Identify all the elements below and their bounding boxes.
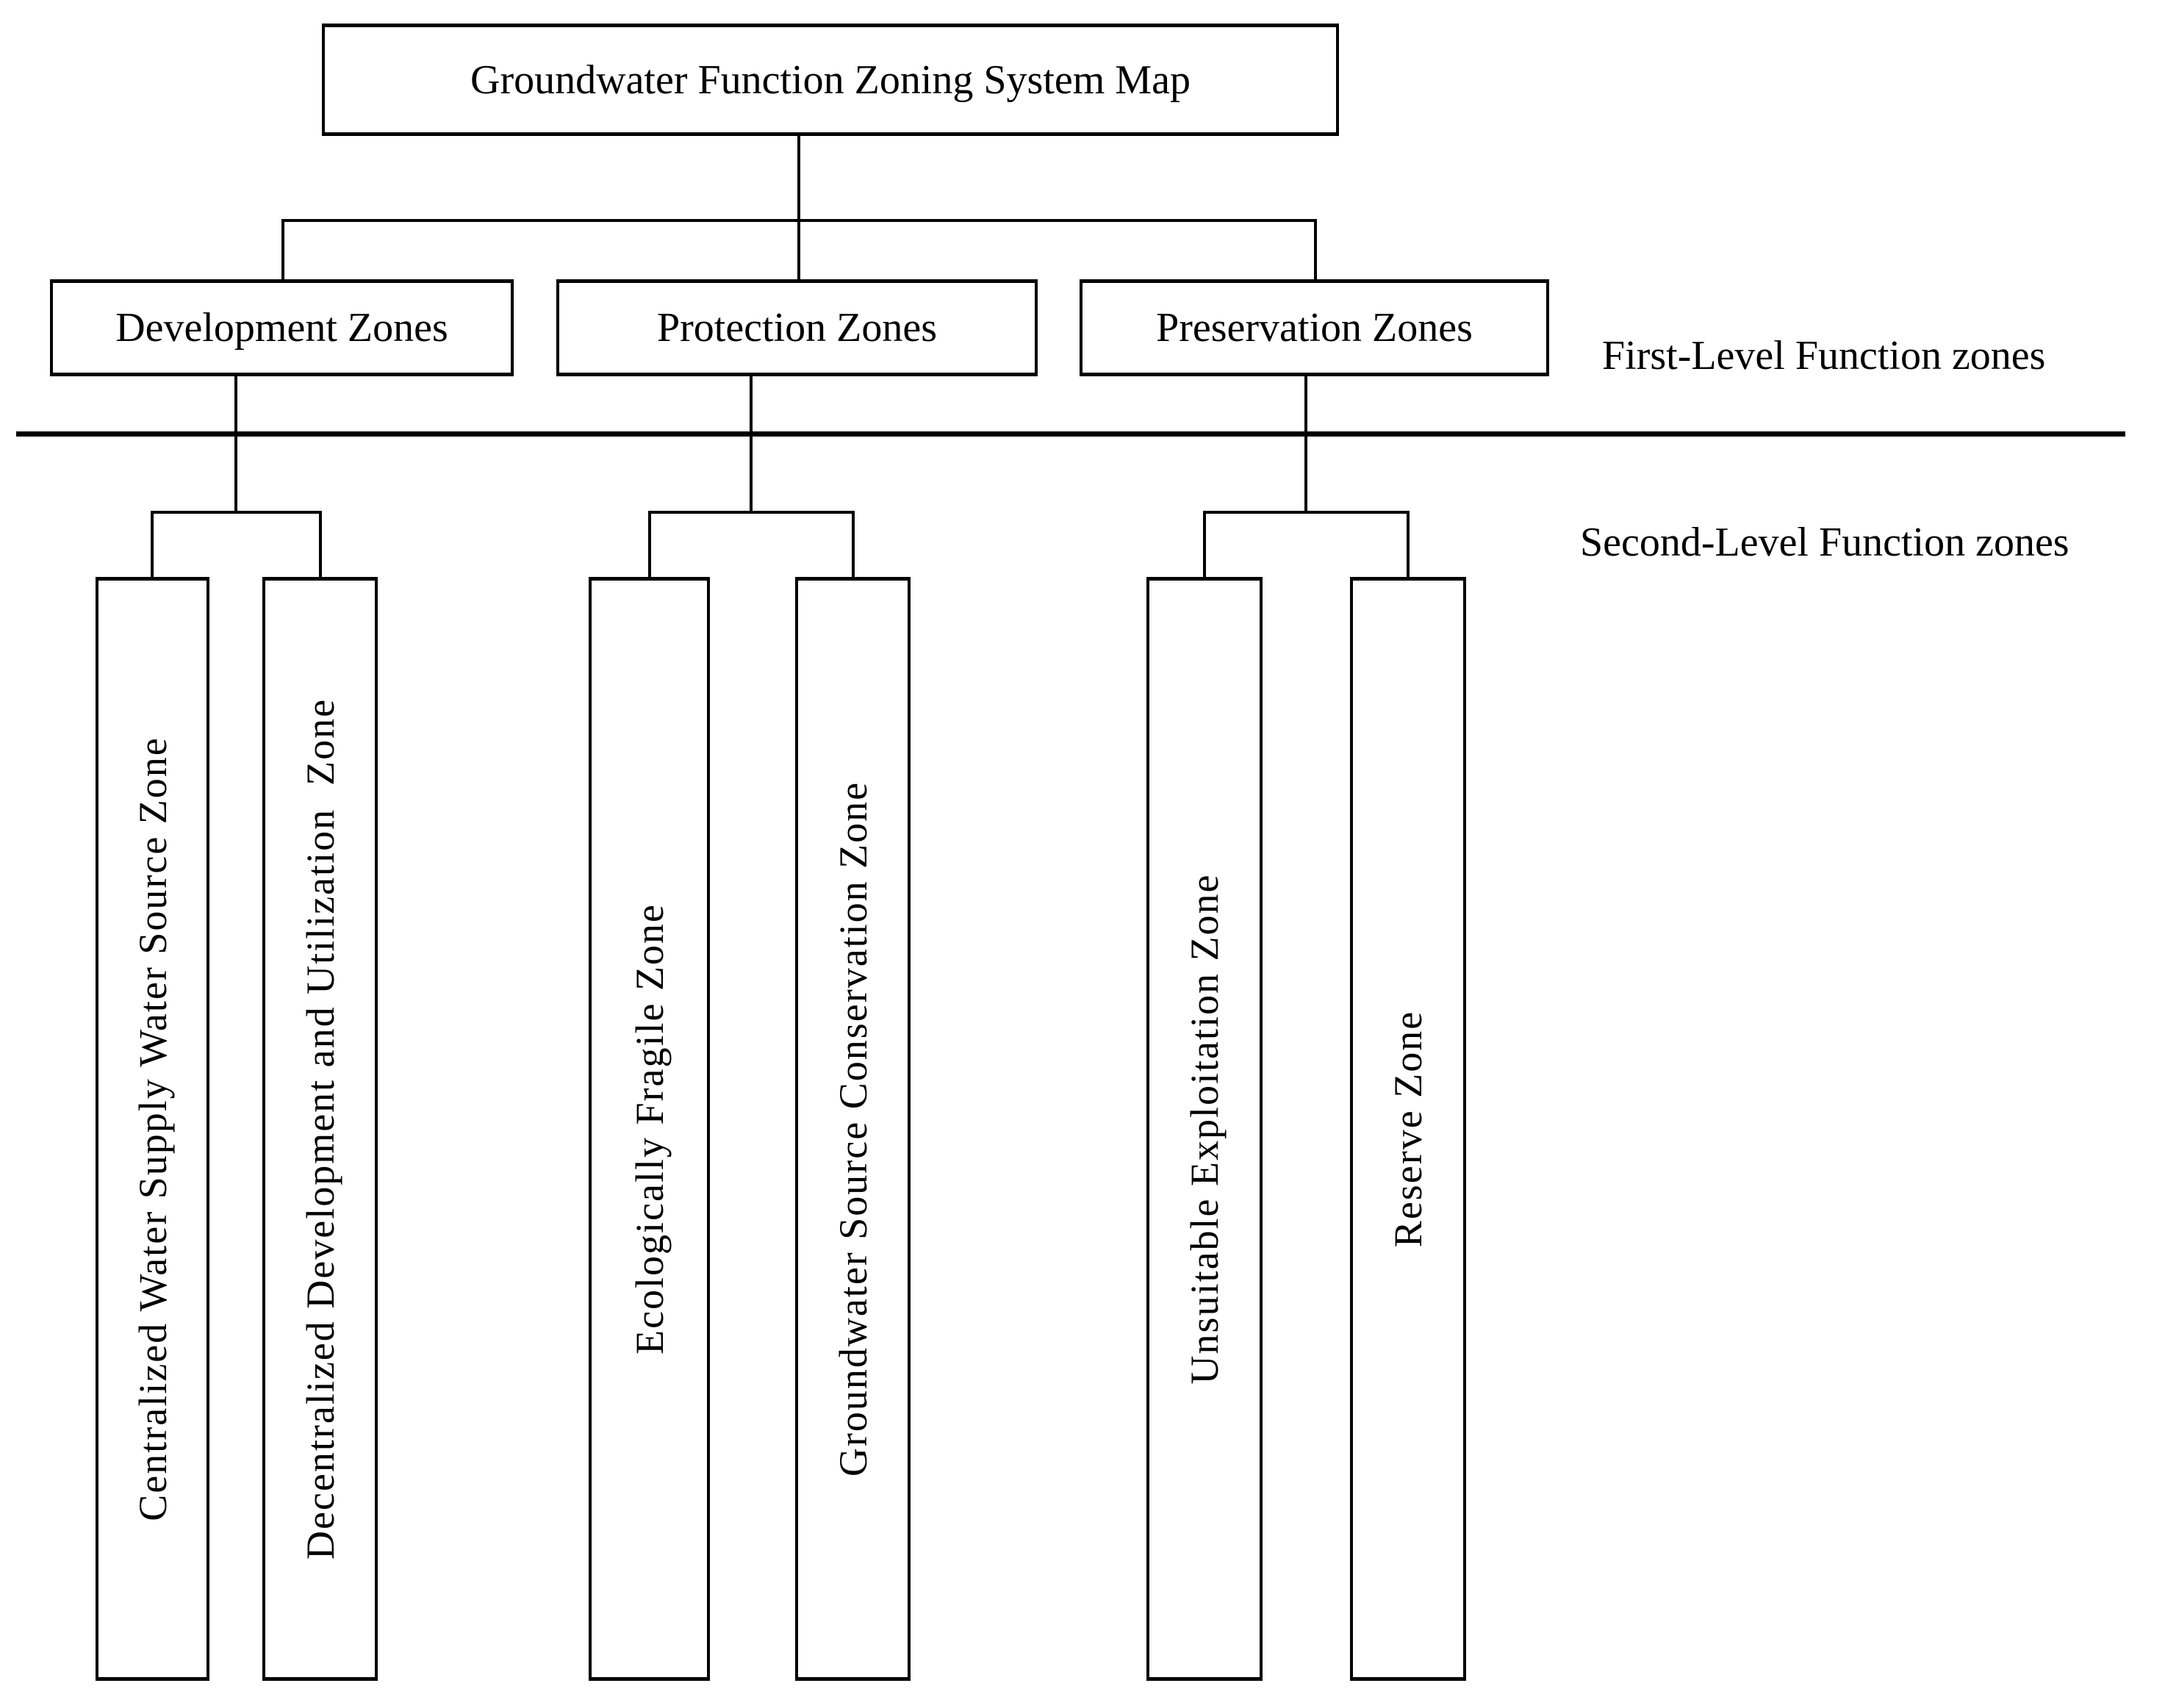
ecologically-fragile-zone-box: Ecologically Fragile Zone: [589, 577, 710, 1681]
bracket-development-left-stub: [151, 511, 154, 580]
groundwater-source-conservation-zone-label: Groundwater Source Conservation Zone: [830, 781, 875, 1477]
unsuitable-exploitation-zone-box: Unsuitable Exploitation Zone: [1146, 577, 1263, 1681]
decentralized-development-zone-label: Decentralized Development and Utilizatio…: [298, 697, 342, 1560]
connector-protection-top: [797, 219, 800, 282]
title-box: Groundwater Function Zoning System Map: [322, 24, 1339, 136]
groundwater-source-conservation-zone-box: Groundwater Source Conservation Zone: [795, 577, 911, 1681]
bracket-protection-horizontal: [648, 511, 855, 514]
preservation-zones-box: Preservation Zones: [1080, 279, 1549, 376]
bracket-development-right-stub: [319, 511, 322, 580]
second-level-annotation: Second-Level Function zones: [1580, 520, 2069, 565]
decentralized-development-zone-box: Decentralized Development and Utilizatio…: [262, 577, 378, 1681]
connector-development-bottom: [234, 372, 237, 514]
bracket-preservation-horizontal: [1203, 511, 1410, 514]
connector-title-stem: [797, 132, 800, 222]
reserve-zone-box: Reserve Zone: [1350, 577, 1466, 1681]
connector-preservation-top: [1314, 219, 1317, 282]
first-level-annotation: First-Level Function zones: [1602, 333, 2046, 378]
development-zones-label: Development Zones: [115, 305, 448, 351]
ecologically-fragile-zone-label: Ecologically Fragile Zone: [627, 903, 672, 1354]
protection-zones-box: Protection Zones: [556, 279, 1038, 376]
unsuitable-exploitation-zone-label: Unsuitable Exploitation Zone: [1182, 873, 1227, 1385]
reserve-zone-label: Reserve Zone: [1386, 1010, 1430, 1248]
diagram-title: Groundwater Function Zoning System Map: [470, 57, 1191, 103]
connector-preservation-bottom: [1304, 372, 1307, 514]
bracket-development-horizontal: [151, 511, 322, 514]
bracket-protection-left-stub: [648, 511, 651, 580]
preservation-zones-label: Preservation Zones: [1156, 305, 1473, 351]
bracket-preservation-right-stub: [1407, 511, 1410, 580]
development-zones-box: Development Zones: [50, 279, 514, 376]
protection-zones-label: Protection Zones: [656, 305, 938, 351]
centralized-water-supply-zone-box: Centralized Water Supply Water Source Zo…: [96, 577, 209, 1681]
connector-protection-bottom: [750, 372, 753, 514]
centralized-water-supply-zone-label: Centralized Water Supply Water Source Zo…: [130, 736, 175, 1521]
bracket-protection-right-stub: [852, 511, 855, 580]
level-separator-line: [16, 431, 2125, 437]
connector-development-top: [281, 219, 284, 282]
bracket-preservation-left-stub: [1203, 511, 1206, 580]
